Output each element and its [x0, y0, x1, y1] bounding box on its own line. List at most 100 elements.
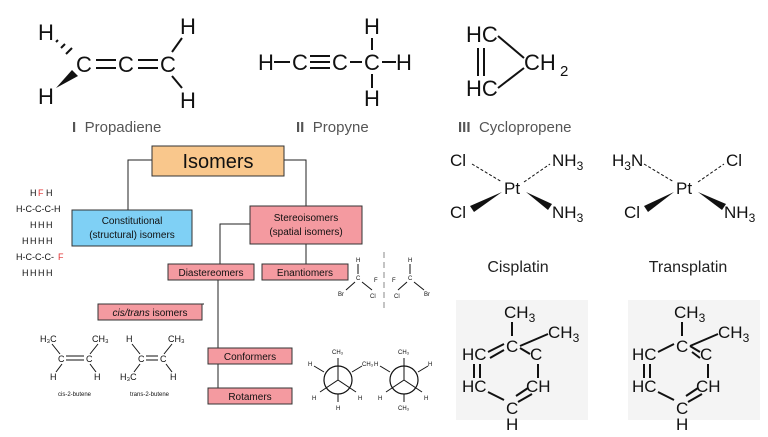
svg-text:H: H — [38, 20, 54, 45]
svg-text:H: H — [30, 268, 37, 278]
svg-text:H: H — [38, 268, 45, 278]
svg-text:H: H — [94, 372, 101, 382]
svg-text:H: H — [126, 334, 133, 344]
newman-projection-1: CH₃ H CH₃ H H H — [308, 350, 374, 412]
cistrans-italic: cis/trans — [112, 308, 149, 319]
enantiomers-label: Enantiomers — [277, 268, 333, 279]
svg-text:H: H — [38, 84, 54, 109]
svg-text:Cl: Cl — [394, 294, 400, 300]
isomer-tree: Isomers Constitutional (structural) isom… — [71, 145, 363, 405]
svg-text:HC: HC — [462, 345, 487, 364]
svg-text:Cl: Cl — [450, 151, 466, 170]
svg-text:F: F — [58, 252, 64, 262]
svg-text:Pt: Pt — [676, 179, 692, 198]
propadiene-structure: H H C C C H H — [38, 14, 196, 113]
cistrans-box — [97, 303, 203, 321]
conformers-label: Conformers — [224, 352, 276, 363]
svg-text:C: C — [160, 52, 176, 77]
svg-text:H: H — [46, 220, 53, 230]
svg-text:H: H — [38, 236, 45, 246]
svg-text:CH: CH — [526, 377, 551, 396]
svg-text:C: C — [530, 345, 542, 364]
svg-text:H: H — [364, 86, 380, 111]
svg-text:C: C — [364, 50, 380, 75]
svg-text:CH₃: CH₃ — [92, 334, 109, 344]
transplatin-label: Transplatin — [649, 259, 728, 276]
svg-text:H: H — [364, 14, 380, 39]
svg-text:C: C — [292, 50, 308, 75]
diastereomers-box — [167, 263, 255, 281]
svg-text:CH₃: CH₃ — [398, 350, 410, 356]
svg-text:CH3: CH3 — [718, 323, 750, 345]
svg-text:H: H — [22, 268, 29, 278]
svg-text:Br: Br — [424, 292, 430, 298]
svg-text:HC: HC — [462, 377, 487, 396]
xylene-structure-1: CH3 C CH3 HC C HC CH C H — [456, 300, 588, 434]
propyne-structure: H C C C H H H — [258, 14, 412, 111]
cistrans-rest: isomers — [150, 308, 188, 319]
transplatin-structure: H3N Cl Pt Cl NH3 — [612, 151, 756, 225]
svg-text:C: C — [676, 399, 688, 418]
svg-text:C: C — [332, 50, 348, 75]
propyne-caption: II Propyne — [296, 119, 369, 136]
stereoisomers-box — [249, 205, 363, 245]
stereoisomers-label-1: Stereoisomers — [274, 213, 338, 224]
svg-text:H: H — [180, 88, 196, 113]
svg-text:H: H — [50, 372, 57, 382]
diastereomers-label: Diastereomers — [178, 268, 243, 279]
svg-text:H: H — [170, 372, 177, 382]
svg-text:Cl: Cl — [726, 151, 742, 170]
svg-text:H: H — [30, 188, 37, 198]
cistrans-label: cis/trans isomers — [112, 308, 187, 319]
cisplatin-structure: Cl NH3 Pt Cl NH3 — [450, 151, 584, 225]
svg-text:H: H — [46, 188, 53, 198]
svg-text:CH₃: CH₃ — [168, 334, 185, 344]
propadiene-name: Propadiene — [85, 119, 162, 136]
isomers-box — [151, 145, 285, 177]
svg-text:2: 2 — [560, 63, 568, 80]
svg-text:H₃C: H₃C — [120, 372, 137, 382]
svg-text:H: H — [396, 50, 412, 75]
svg-text:C: C — [676, 337, 688, 356]
svg-text:C: C — [356, 276, 361, 282]
svg-text:H₃C: H₃C — [40, 334, 57, 344]
xylene-structure-2: CH3 C CH3 HC C HC CH C H — [628, 300, 760, 434]
cyclopropene-caption: III Cyclopropene — [458, 119, 572, 136]
svg-text:H: H — [374, 362, 378, 368]
svg-text:CH3: CH3 — [548, 323, 580, 345]
svg-text:F: F — [38, 188, 44, 198]
svg-text:C: C — [506, 399, 518, 418]
svg-text:C: C — [58, 354, 65, 364]
svg-text:H3N: H3N — [612, 151, 643, 173]
svg-text:Cl: Cl — [450, 203, 466, 222]
svg-text:Cl: Cl — [624, 203, 640, 222]
trans-butene-label: trans-2-butene — [130, 392, 170, 398]
svg-text:CH₃: CH₃ — [332, 350, 344, 356]
propadiene-caption: I Propadiene — [72, 119, 161, 136]
svg-text:F: F — [374, 278, 378, 284]
propyne-name: Propyne — [313, 119, 369, 136]
svg-text:H: H — [356, 258, 360, 264]
svg-text:NH3: NH3 — [552, 203, 584, 225]
constitutional-label-2: (structural) isomers — [89, 230, 175, 241]
constitutional-label-1: Constitutional — [102, 216, 163, 227]
cisplatin-label: Cisplatin — [487, 259, 548, 276]
svg-text:H: H — [424, 396, 428, 402]
svg-text:H: H — [378, 396, 382, 402]
svg-text:H: H — [30, 220, 37, 230]
svg-text:H: H — [308, 362, 312, 368]
svg-text:C: C — [86, 354, 93, 364]
svg-text:CH₃: CH₃ — [362, 362, 374, 368]
svg-text:CH₃: CH₃ — [398, 406, 410, 412]
newman-projection-2: CH₃ H H H H CH₃ — [374, 350, 432, 412]
svg-text:H: H — [258, 50, 274, 75]
svg-text:CH3: CH3 — [504, 303, 536, 325]
enantiomer-pair: H C Br Cl F H C F Cl Br — [338, 252, 430, 310]
svg-text:H: H — [336, 406, 340, 412]
svg-text:C: C — [138, 354, 145, 364]
svg-text:CH: CH — [696, 377, 721, 396]
svg-text:CH: CH — [524, 50, 556, 75]
propadiene-numeral: I — [72, 119, 76, 136]
svg-text:F: F — [392, 278, 396, 284]
